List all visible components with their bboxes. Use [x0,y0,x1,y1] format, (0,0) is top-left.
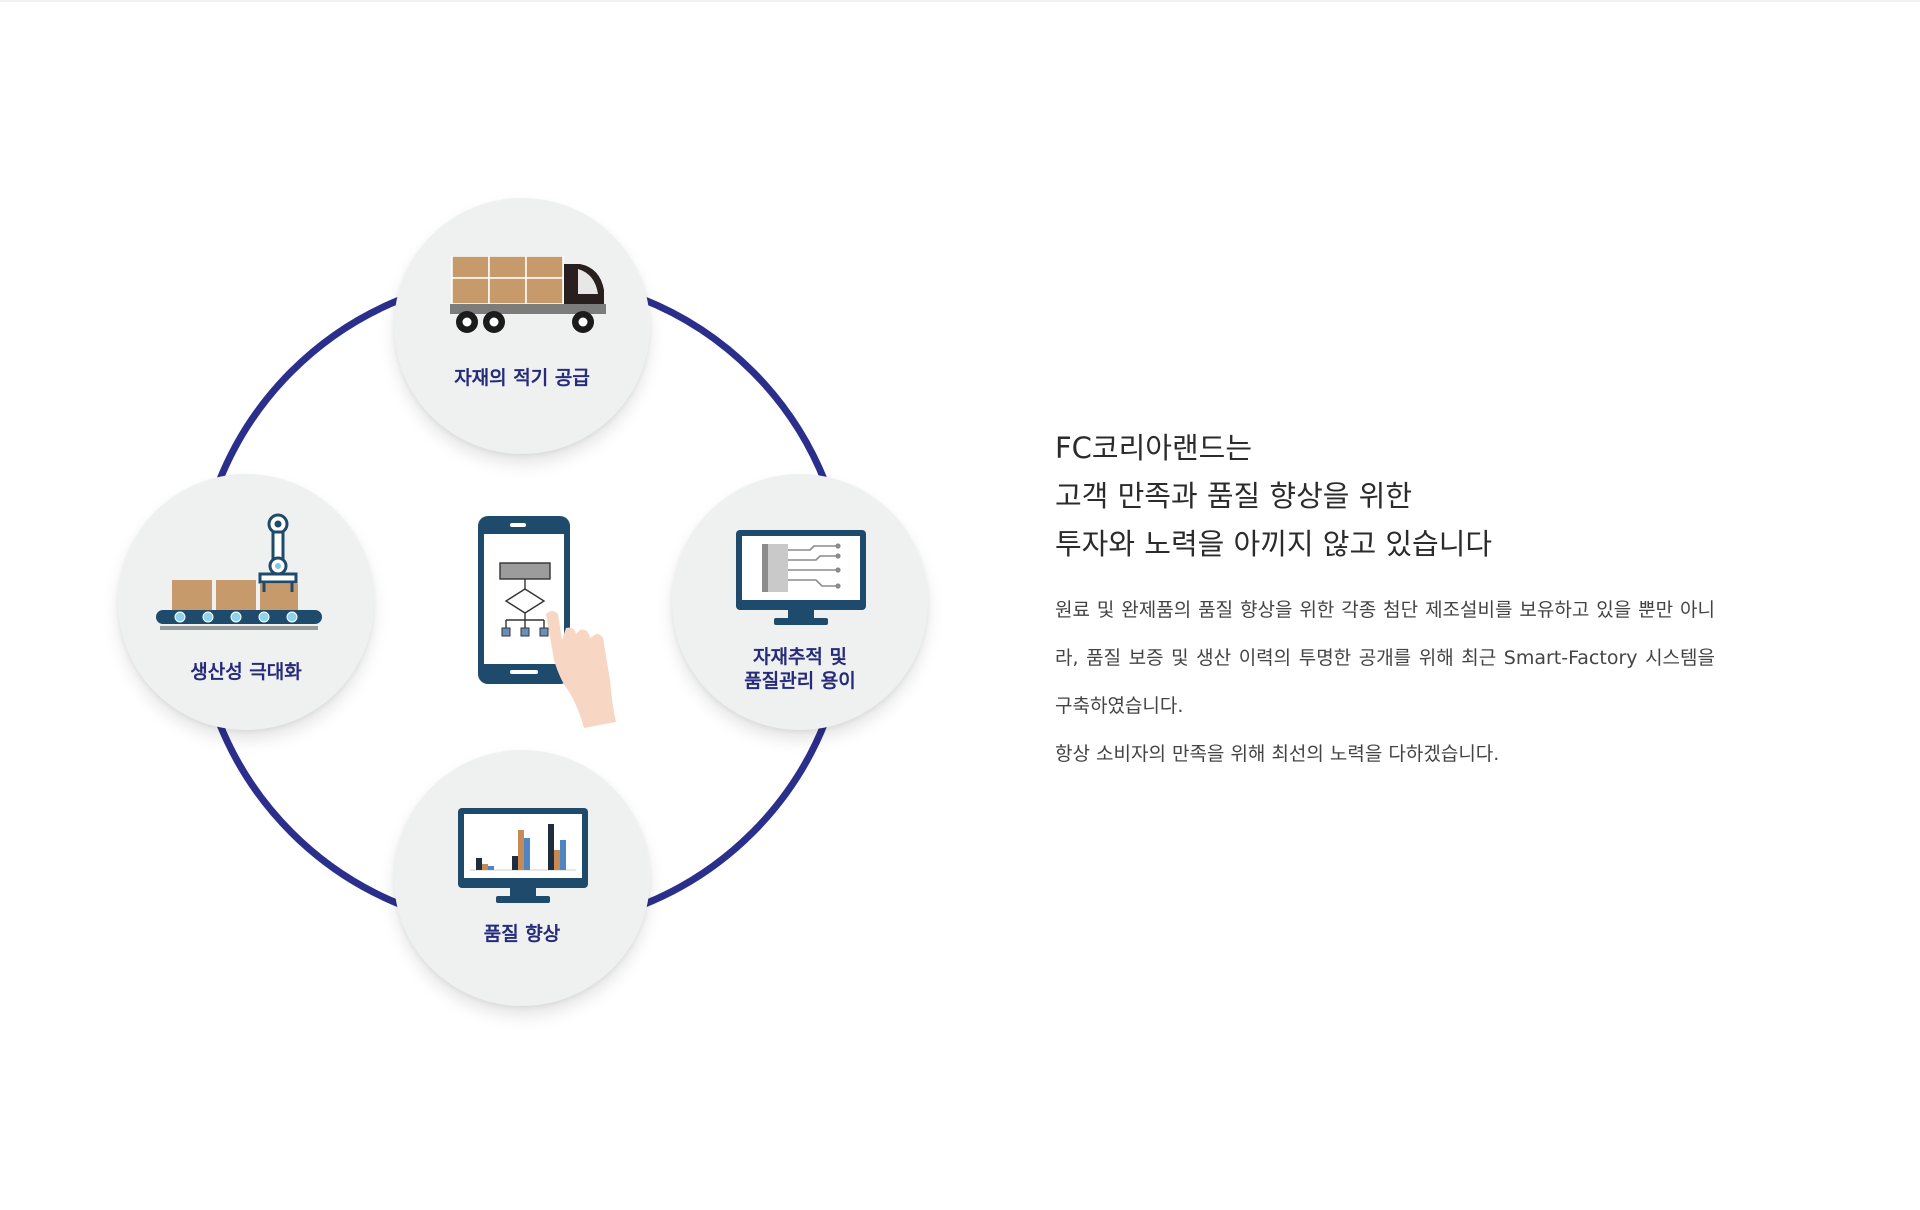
node-quality-improvement: 품질 향상 [394,750,650,1006]
top-divider [0,0,1920,2]
smart-factory-diagram: 자재의 적기 공급 [118,198,928,1006]
label-line: 품질 향상 [483,923,561,945]
label-line: 품질관리 용이 [744,670,856,692]
intro-text: FC코리아랜드는 고객 만족과 품질 향상을 위한 투자와 노력을 아끼지 않고… [1055,424,1715,778]
node-label: 품질 향상 [394,922,650,946]
delivery-truck-icon [450,256,606,333]
label-line: 생산성 극대화 [190,661,302,683]
intro-headline: FC코리아랜드는 고객 만족과 품질 향상을 위한 투자와 노력을 아끼지 않고… [1055,424,1715,568]
headline-line: 투자와 노력을 아끼지 않고 있습니다 [1055,527,1493,561]
node-label: 생산성 극대화 [118,660,374,684]
node-material-supply: 자재의 적기 공급 [394,198,650,454]
smartphone-flowchart-touch-icon [478,516,616,728]
headline-line: 고객 만족과 품질 향상을 위한 [1055,479,1413,513]
node-label: 자재추적 및 품질관리 용이 [672,645,928,693]
label-line: 자재추적 및 [752,646,847,668]
node-label: 자재의 적기 공급 [394,366,650,390]
robot-arm-conveyor-icon [156,513,322,630]
node-productivity-maximization: 생산성 극대화 [118,474,374,730]
intro-paragraph: 항상 소비자의 만족을 위해 최선의 노력을 다하겠습니다. [1055,743,1500,765]
label-line: 자재의 적기 공급 [454,367,590,389]
monitor-circuit-icon [736,530,866,625]
node-tracking-quality-control: 자재추적 및 품질관리 용이 [672,474,928,730]
headline-line: FC코리아랜드는 [1055,431,1253,465]
intro-body: 원료 및 완제품의 품질 향상을 위한 각종 첨단 제조설비를 보유하고 있을 … [1055,586,1715,778]
monitor-bar-chart-icon [458,808,588,903]
intro-paragraph: 원료 및 완제품의 품질 향상을 위한 각종 첨단 제조설비를 보유하고 있을 … [1055,599,1715,717]
